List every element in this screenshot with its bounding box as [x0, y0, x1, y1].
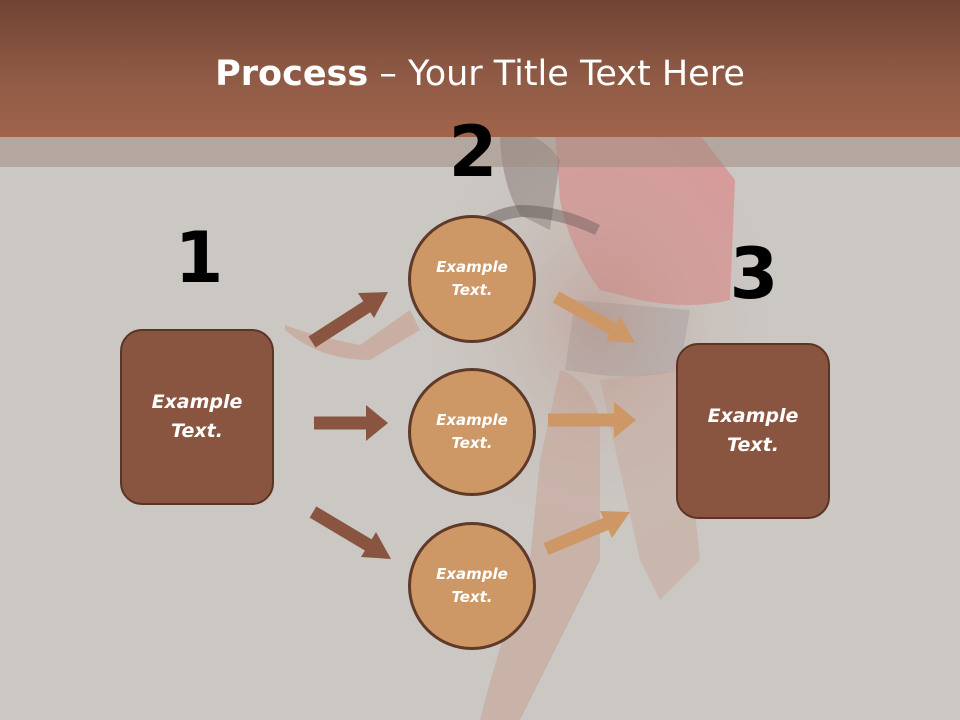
process-circle-top: Example Text.: [408, 215, 536, 343]
process-box-right: Example Text.: [676, 343, 830, 519]
arrow-left-to-top: [308, 292, 388, 348]
process-box-right-text: Example Text.: [707, 405, 799, 456]
arrow-bottom-to-right: [543, 511, 630, 555]
step-number-3: 3: [729, 233, 779, 315]
process-circle-top-text: Example Text.: [436, 258, 508, 299]
process-circle-bottom-text: Example Text.: [436, 565, 508, 606]
process-box-left-text: Example Text.: [151, 391, 243, 442]
arrow-left-to-middle: [314, 405, 388, 441]
process-circle-middle-text: Example Text.: [436, 411, 508, 452]
arrow-middle-to-right: [548, 402, 636, 438]
process-box-left: Example Text.: [120, 329, 274, 505]
step-number-2: 2: [448, 111, 498, 193]
title-bar: [0, 0, 960, 137]
title-rest: – Your Title Text Here: [368, 54, 745, 94]
process-circle-middle: Example Text.: [408, 368, 536, 496]
step-number-1: 1: [174, 217, 224, 299]
arrow-top-to-right: [552, 291, 635, 343]
arrow-left-to-bottom: [309, 506, 391, 559]
process-circle-bottom: Example Text.: [408, 522, 536, 650]
title-bar-band: [0, 137, 960, 167]
slide-title: Process – Your Title Text Here: [0, 52, 960, 96]
title-bold: Process: [215, 54, 369, 94]
